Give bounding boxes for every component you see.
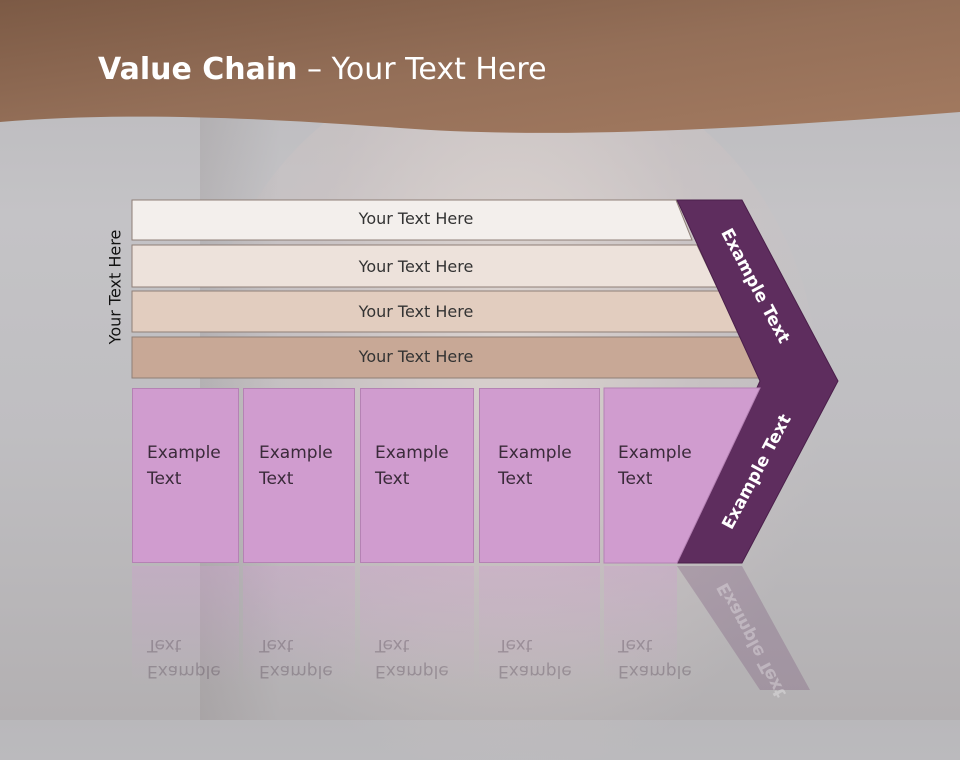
title-bold: Value Chain — [98, 52, 298, 87]
box-reflection-5 — [604, 566, 677, 686]
slide-title: Value Chain – Your Text Here — [98, 52, 547, 87]
box-reflection-3 — [360, 566, 474, 686]
bar-label-2: Your Text Here — [358, 257, 474, 276]
box-reflection-1 — [132, 566, 239, 686]
bar-label-1: Your Text Here — [358, 209, 474, 228]
side-label: Your Text Here — [105, 229, 125, 345]
box-reflection-2 — [243, 566, 355, 686]
header-band — [0, 0, 960, 133]
bar-label-3: Your Text Here — [358, 302, 474, 321]
box-4 — [479, 388, 600, 563]
title-rest: – Your Text Here — [297, 52, 547, 87]
box-1 — [132, 388, 239, 563]
box-reflection-4 — [479, 566, 600, 686]
box-3 — [360, 388, 474, 563]
box-2 — [243, 388, 355, 563]
bar-label-4: Your Text Here — [358, 347, 474, 366]
